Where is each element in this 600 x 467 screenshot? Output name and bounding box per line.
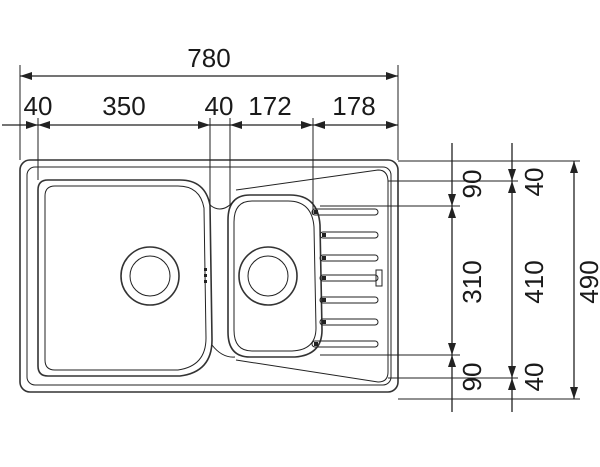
small-bowl-inner [233, 200, 317, 352]
main-bowl [37, 179, 213, 377]
divider-width-label: 40 [205, 91, 234, 121]
top-dimensions: 780 40 350 40 172 178 [2, 43, 399, 215]
drainer-rib [319, 231, 379, 239]
drainer-rib [319, 274, 379, 282]
right-top-margin-label: 40 [519, 168, 549, 197]
drainer-rib [311, 208, 379, 216]
main-drain-outer [120, 246, 180, 306]
drainer-width-label: 178 [332, 91, 375, 121]
main-bowl-width-label: 350 [102, 91, 145, 121]
main-bowl-inner [44, 185, 207, 371]
drainer-area [235, 169, 389, 383]
drainer-rib-end [314, 210, 318, 214]
drainer-top-label: 90 [457, 170, 487, 199]
small-drain-outer [238, 246, 298, 306]
drainer-bottom-label: 90 [457, 363, 487, 392]
sink-outer-rim [19, 159, 399, 393]
small-drain-inner [247, 255, 289, 297]
bowl-divider-curve-bottom [211, 344, 236, 358]
overall-width-label: 780 [187, 43, 230, 73]
main-drain-inner [129, 255, 171, 297]
drainer-rib [311, 340, 379, 348]
right-dimensions: 90 310 90 40 410 40 490 [320, 143, 600, 412]
drainer-rib [319, 254, 379, 262]
small-bowl-width-label: 172 [248, 91, 291, 121]
right-bottom-margin-label: 40 [519, 363, 549, 392]
drainer-middle-label: 310 [457, 260, 487, 303]
sink-body [19, 159, 399, 393]
overall-depth-label: 490 [574, 260, 600, 303]
drainer-rib [319, 296, 379, 304]
drainer-rib-end [322, 256, 326, 260]
inner-depth-label: 410 [519, 260, 549, 303]
drainer-rib-end [322, 298, 326, 302]
drainer-rib-end [322, 276, 326, 280]
sink-inner-rim [26, 166, 392, 386]
drainer-plug-mark [375, 269, 383, 287]
overflow-slots [204, 268, 207, 283]
drainer-rib-end [322, 320, 326, 324]
drainer-rib [319, 318, 379, 326]
drainer-rib-end [314, 342, 318, 346]
small-bowl [227, 194, 323, 358]
drainer-ribs [311, 208, 383, 348]
left-margin-label: 40 [24, 91, 53, 121]
drainer-rib-end [322, 233, 326, 237]
bowl-divider-curve [209, 199, 236, 210]
